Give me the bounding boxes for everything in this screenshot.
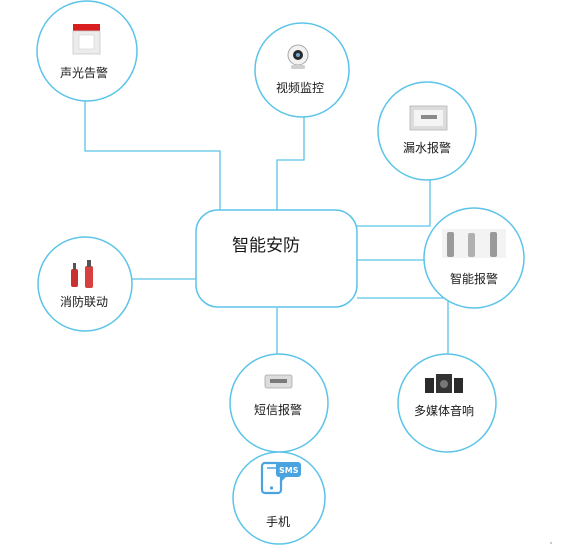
connector-video	[276, 110, 305, 210]
sms-badge-text: SMS	[279, 466, 299, 475]
infrared-beam-icon	[442, 229, 506, 258]
mobile-phone-icon: SMS	[260, 461, 301, 495]
siren-icon	[72, 24, 101, 55]
node-smart[interactable]: 智能报警	[423, 207, 525, 309]
center-node[interactable]: 智能安防	[195, 209, 358, 308]
label-leak: 漏水报警	[403, 140, 451, 155]
node-phone[interactable]: SMS 手机	[232, 451, 326, 545]
leak-sensor-icon	[409, 105, 448, 131]
label-alarm: 声光告警	[60, 65, 108, 80]
node-fire[interactable]: 消防联动	[37, 236, 133, 332]
node-sms[interactable]: 短信报警	[229, 353, 329, 453]
connector-leak	[357, 175, 431, 227]
connector-alarm	[84, 86, 221, 210]
center-label: 智能安防	[232, 236, 300, 256]
corner-dot	[550, 542, 552, 544]
node-alarm[interactable]: 声光告警	[36, 0, 138, 102]
webcam-icon	[287, 44, 309, 69]
label-video: 视频监控	[276, 80, 324, 95]
node-leak[interactable]: 漏水报警	[377, 81, 477, 181]
label-sms: 短信报警	[254, 402, 302, 417]
speaker-icon	[425, 374, 463, 393]
label-smart: 智能报警	[450, 271, 498, 286]
node-media[interactable]: 多媒体音响	[397, 353, 497, 453]
sms-modem-icon	[264, 374, 293, 389]
label-media: 多媒体音响	[414, 403, 474, 418]
label-fire: 消防联动	[60, 294, 108, 309]
label-phone: 手机	[266, 515, 290, 529]
node-video[interactable]: 视频监控	[254, 22, 350, 118]
fire-extinguisher-icon	[62, 260, 102, 288]
